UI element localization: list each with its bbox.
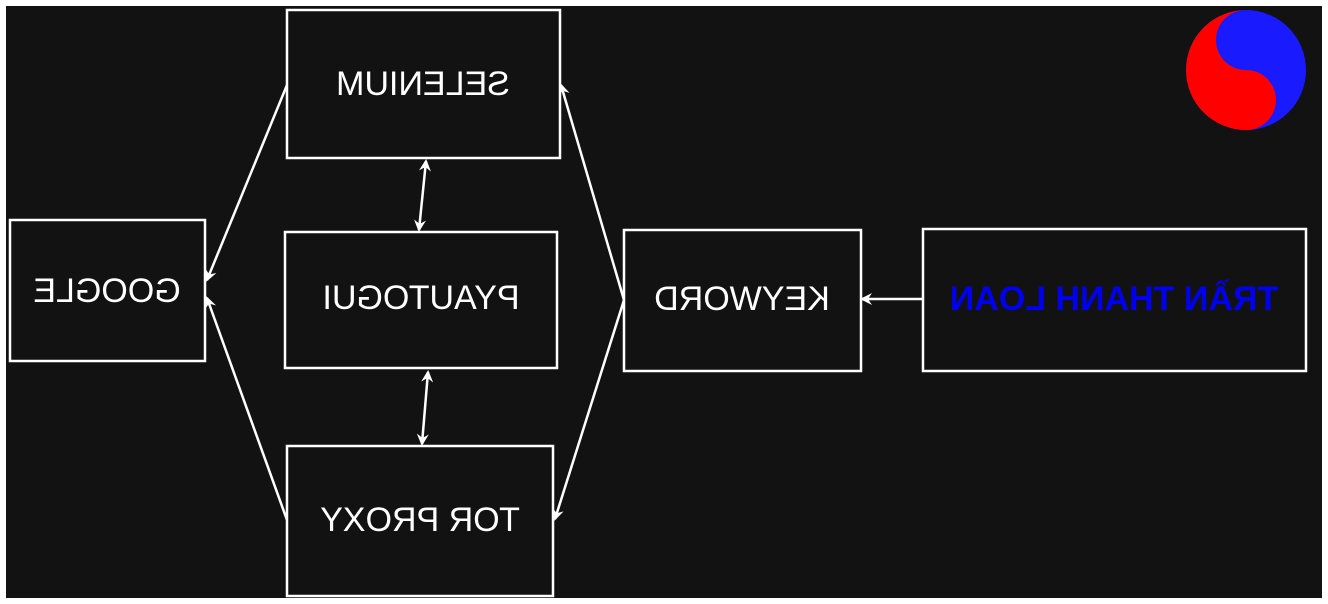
node-keyword-label: KEYWORD — [654, 280, 830, 318]
connector-selenium-pyautogui — [414, 159, 431, 232]
connector-pyautogui-torproxy — [416, 370, 434, 446]
node-selenium-label: SELENIUM — [336, 65, 510, 103]
connector-keyword-selenium — [558, 83, 626, 301]
node-author[interactable]: TRẦN THANH LOAN — [921, 227, 1308, 373]
connector-torproxy-google — [204, 296, 289, 521]
connector-selenium-google — [205, 84, 289, 282]
node-tor-proxy-label: TOR PROXY — [320, 501, 520, 539]
connector-keyword-torproxy — [552, 299, 626, 521]
node-pyautogui-box — [283, 230, 559, 370]
yin-yang-icon — [1186, 10, 1306, 130]
node-author-box — [921, 227, 1308, 373]
node-author-label: TRẦN THANH LOAN — [950, 280, 1279, 318]
node-tor-proxy[interactable]: TOR PROXY — [285, 444, 555, 598]
node-selenium[interactable]: SELENIUM — [285, 8, 562, 160]
node-google[interactable]: GOOGLE — [8, 218, 207, 363]
node-keyword[interactable]: KEYWORD — [622, 228, 863, 373]
node-pyautogui-label: PYAUTOGUI — [322, 279, 519, 317]
node-google-box — [8, 218, 207, 363]
node-selenium-box — [285, 8, 562, 160]
node-keyword-box — [622, 228, 863, 373]
connector-group — [204, 83, 922, 521]
node-google-label: GOOGLE — [33, 272, 180, 310]
node-tor-proxy-box — [285, 444, 555, 598]
node-pyautogui[interactable]: PYAUTOGUI — [283, 230, 559, 370]
